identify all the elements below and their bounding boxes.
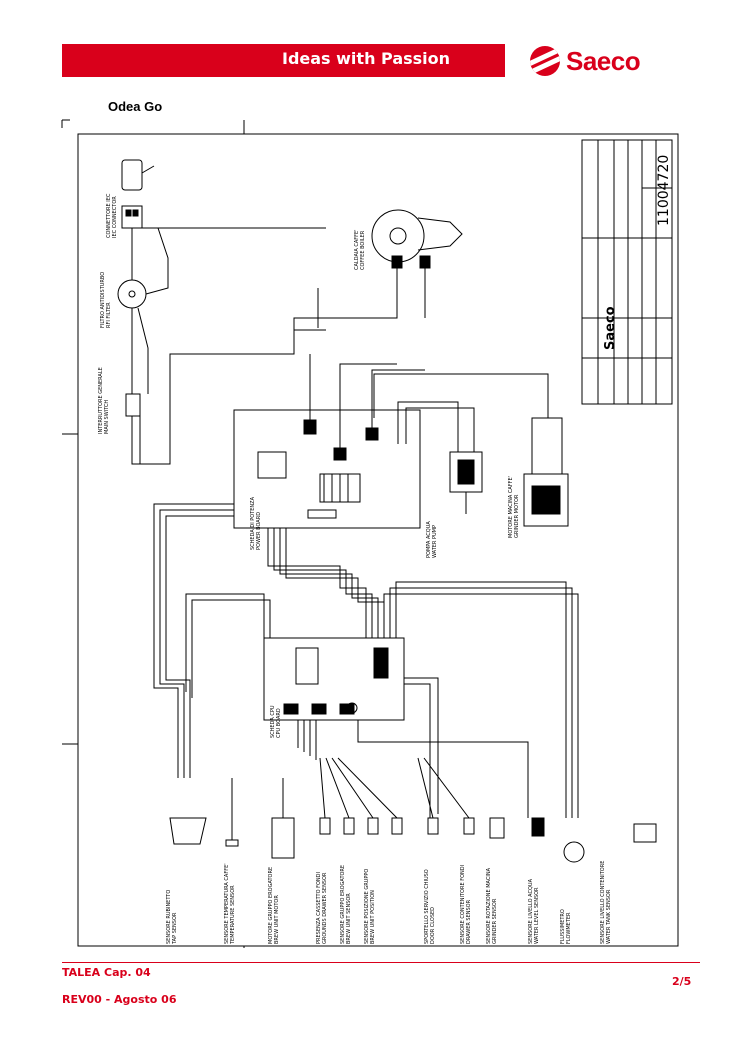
power-board — [233, 354, 425, 529]
saeco-logo-icon — [530, 46, 560, 76]
power-connector-label: IEC CONNECTOR — [112, 196, 118, 238]
footer-chapter: TALEA Cap. 04 — [62, 966, 151, 979]
sensor-label: GROUNDS DRAWER SENSOR — [322, 872, 328, 944]
sensor-label: TEMPERATURE SENSOR — [230, 885, 236, 945]
sensor-label: SENSORE RUBINETTO — [166, 890, 172, 944]
sensor-label: MOTORE GRUPPO EROGATORE — [268, 867, 274, 944]
rfi-filter-label: RFI FILTER — [106, 302, 112, 328]
drawing-frame — [77, 133, 679, 947]
sensor-label: SENSORE LIVELLO CONTENITORE — [600, 861, 606, 944]
sensor-label: SENSORE CONTENITORE FONDI — [460, 865, 466, 944]
sensor-label: SENSORE LIVELLO ACQUA — [528, 878, 534, 944]
sensor-label: DRAWER SENSOR — [466, 899, 472, 944]
title-block: 11004720 Saeco — [581, 139, 673, 405]
sensor-label: SENSORE GRUPPO EROGATORE — [340, 865, 346, 944]
sensor-label: FLUSSIMETRO — [560, 909, 566, 944]
coffee-boiler-label: COFFEE BOILER — [360, 230, 366, 270]
power-board-label: SCHEDA DI POTENZA — [250, 496, 256, 550]
sensor-label: BREW UNIT SENSOR — [346, 893, 352, 944]
sensor-label: WATER TANK SENSOR — [606, 889, 612, 944]
wiring-diagram: 11004720 Saeco — [61, 119, 679, 948]
sensor-label: SENSORE POSIZIONE GRUPPO — [364, 869, 370, 944]
saeco-logo-text: Saeco — [566, 45, 641, 76]
power-input — [117, 159, 326, 465]
sensor-label: DOOR CLOSED — [430, 907, 436, 944]
header-slogan: Ideas with Passion — [282, 49, 451, 68]
water-pump-label: WATER PUMP — [432, 525, 438, 558]
title-block-brand: Saeco — [603, 306, 618, 350]
sensor-label: WATER LEVEL SENSOR — [534, 887, 540, 944]
main-switch-label: MAIN SWITCH — [104, 400, 110, 434]
coffee-boiler — [293, 209, 463, 354]
header-bar — [62, 44, 505, 77]
sensor-label: BREW UNIT POSITION — [370, 890, 376, 944]
power-connector-label: CONNETTORE IEC — [106, 193, 112, 238]
drawing-number: 11004720 — [656, 155, 672, 226]
cpu-board-label: CPU BOARD — [276, 708, 282, 738]
sensor-label: GRINDER SENSOR — [492, 898, 498, 944]
power-board-label: POWER BOARD — [256, 512, 262, 550]
sensor-label: SENSORE TEMPERATURA CAFFE' — [224, 863, 230, 944]
water-pump — [397, 401, 483, 514]
cpu-board-label: SCHEDA CPU — [270, 705, 276, 738]
grinder-motor-label: GRINDER MOTOR — [514, 494, 520, 538]
footer-revision: REV00 - Agosto 06 — [62, 993, 177, 1006]
grinder-motor-label: MOTORE MACINA CAFFE' — [508, 476, 514, 538]
sensor-label: BREW UNIT MOTOR — [274, 895, 280, 944]
saeco-logo: Saeco — [530, 44, 641, 78]
grinder-motor — [373, 373, 569, 527]
footer-page-number: 2/5 — [672, 975, 692, 988]
sensor-label: TAP SENSOR — [172, 912, 178, 945]
rfi-filter-label: FILTRO ANTIDISTURBO — [100, 272, 106, 328]
water-pump-label: POMPA ACQUA — [426, 521, 432, 558]
sensor-label: SPORTELLO SERVIZIO CHIUSO — [424, 869, 430, 944]
main-switch-label: INTERRUTTORE GENERALE — [98, 367, 104, 434]
legend-note — [633, 823, 657, 843]
footer-rule — [62, 962, 700, 963]
corner-mark — [61, 119, 70, 128]
sensor-row — [169, 757, 585, 863]
sensor-label: FLOWMETER — [566, 912, 572, 944]
sensor-label: SENSORE ROTAZIONE MACINA — [486, 867, 492, 944]
sensor-label: PRESENZA CASSETTO FONDI — [316, 872, 322, 944]
cpu-board — [263, 581, 579, 818]
page-title: Odea Go — [108, 99, 163, 114]
coffee-boiler-label: CALDAIA CAFFE' — [354, 229, 360, 270]
